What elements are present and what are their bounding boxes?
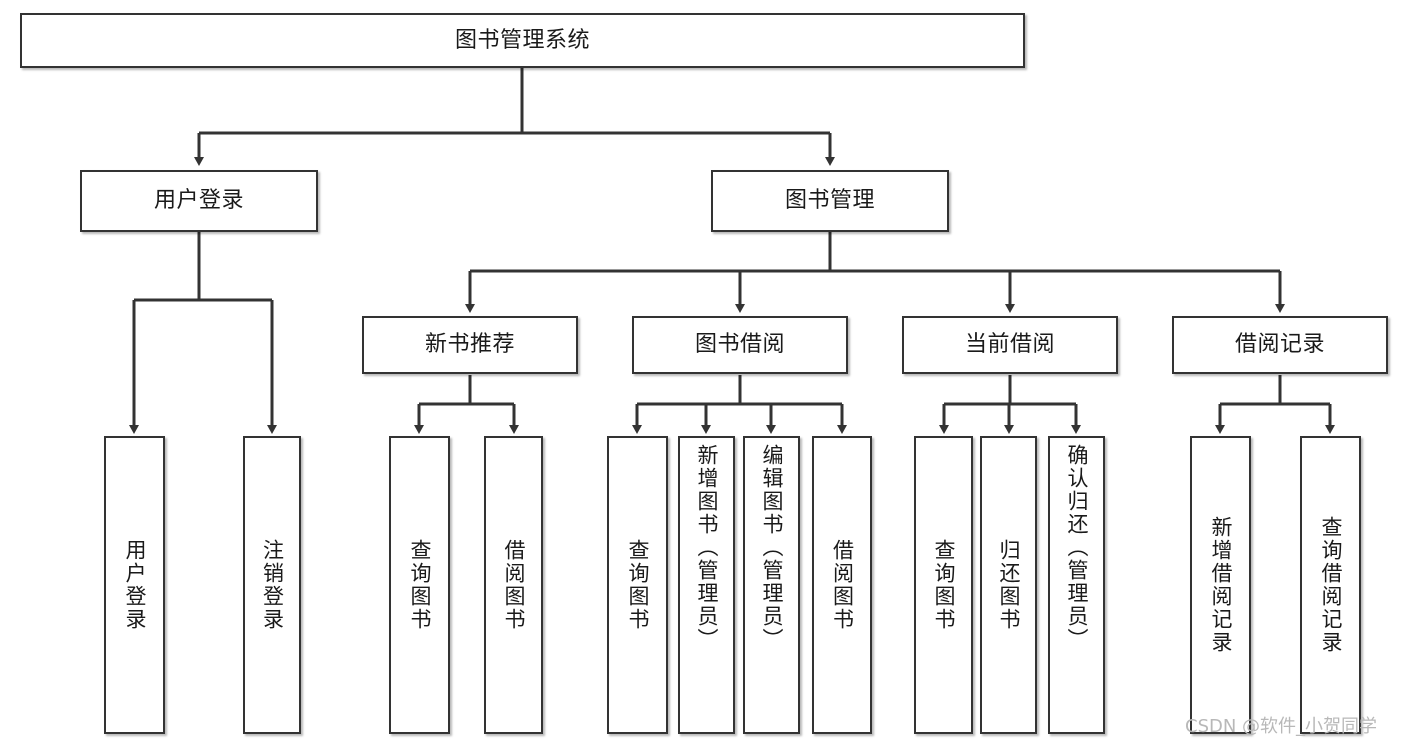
- node-leaf-borrow-book-2[interactable]: 借阅图书: [812, 436, 872, 734]
- node-leaf-return-book[interactable]: 归还图书: [980, 436, 1037, 734]
- node-leaf-borrow-book-1-label: 借阅图书: [502, 539, 527, 631]
- node-leaf-query-book-3[interactable]: 查询图书: [914, 436, 973, 734]
- node-leaf-add-book-label: 新增图书（管理员）: [695, 444, 720, 651]
- node-borrow-record[interactable]: 借阅记录: [1172, 316, 1388, 374]
- node-leaf-user-login-label: 用户登录: [123, 539, 148, 631]
- node-leaf-query-book-2-label: 查询图书: [626, 539, 651, 631]
- node-current-borrow[interactable]: 当前借阅: [902, 316, 1118, 374]
- node-leaf-query-book-1-label: 查询图书: [408, 539, 433, 631]
- node-leaf-confirm-return-label: 确认归还（管理员）: [1065, 444, 1090, 651]
- node-book-manage[interactable]: 图书管理: [711, 170, 949, 232]
- node-user-login[interactable]: 用户登录: [80, 170, 318, 232]
- node-leaf-logout[interactable]: 注销登录: [243, 436, 301, 734]
- node-user-login-label: 用户登录: [153, 188, 244, 214]
- node-leaf-query-record[interactable]: 查询借阅记录: [1300, 436, 1361, 734]
- node-leaf-borrow-book-1[interactable]: 借阅图书: [484, 436, 543, 734]
- node-leaf-borrow-book-2-label: 借阅图书: [830, 539, 855, 631]
- node-book-borrow[interactable]: 图书借阅: [632, 316, 848, 374]
- node-borrow-record-label: 借阅记录: [1234, 332, 1325, 358]
- node-leaf-add-book[interactable]: 新增图书（管理员）: [678, 436, 735, 734]
- csdn-watermark: CSDN @软件_小贺同学: [1185, 716, 1378, 737]
- node-leaf-logout-label: 注销登录: [260, 539, 285, 631]
- node-current-borrow-label: 当前借阅: [964, 332, 1055, 358]
- node-book-manage-label: 图书管理: [784, 188, 875, 214]
- node-leaf-query-book-2[interactable]: 查询图书: [607, 436, 668, 734]
- node-new-book-recommend[interactable]: 新书推荐: [362, 316, 578, 374]
- node-leaf-user-login[interactable]: 用户登录: [104, 436, 165, 734]
- node-new-book-recommend-label: 新书推荐: [424, 332, 515, 358]
- node-root-label: 图书管理系统: [454, 27, 590, 53]
- node-leaf-return-book-label: 归还图书: [997, 539, 1022, 631]
- node-leaf-query-book-3-label: 查询图书: [932, 539, 957, 631]
- node-leaf-edit-book-label: 编辑图书（管理员）: [760, 444, 785, 651]
- node-leaf-query-record-label: 查询借阅记录: [1319, 516, 1344, 654]
- node-book-borrow-label: 图书借阅: [694, 332, 785, 358]
- node-leaf-confirm-return[interactable]: 确认归还（管理员）: [1048, 436, 1105, 734]
- node-leaf-add-record[interactable]: 新增借阅记录: [1190, 436, 1251, 734]
- node-root[interactable]: 图书管理系统: [20, 13, 1025, 68]
- node-leaf-add-record-label: 新增借阅记录: [1209, 516, 1234, 654]
- node-leaf-query-book-1[interactable]: 查询图书: [389, 436, 450, 734]
- node-leaf-edit-book[interactable]: 编辑图书（管理员）: [743, 436, 800, 734]
